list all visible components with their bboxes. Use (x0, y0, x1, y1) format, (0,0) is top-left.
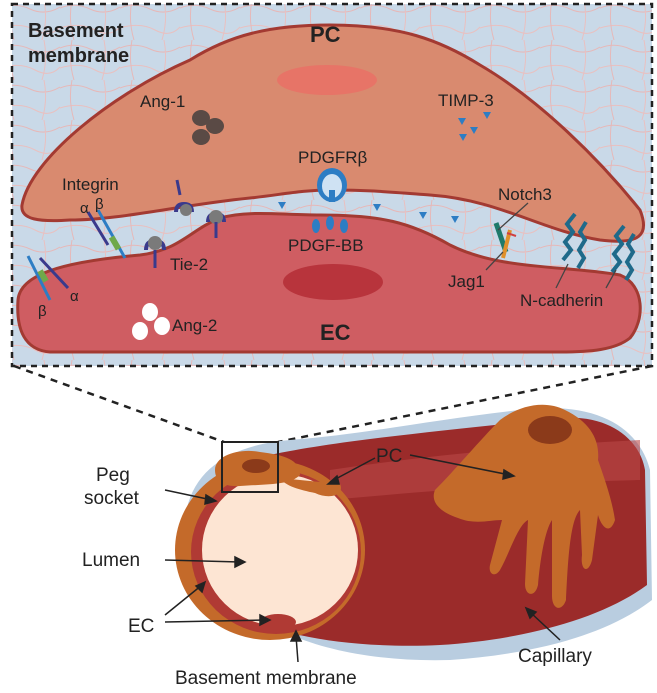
label-ncadherin: N-cadherin (520, 291, 603, 310)
label-basement-membrane-1: Basement (28, 20, 124, 42)
label-tie2: Tie-2 (170, 255, 208, 274)
label-basement-membrane-bottom: Basement membrane (175, 668, 357, 689)
label-peg-1: Peg (96, 465, 130, 486)
label-pdgfbb: PDGF-BB (288, 236, 364, 255)
label-vessel-ec: EC (128, 616, 154, 637)
ec-nucleus (283, 264, 383, 300)
label-alpha-pc: α (80, 200, 89, 217)
label-alpha-ec: α (70, 288, 79, 305)
label-timp3: TIMP-3 (438, 91, 494, 110)
label-ec: EC (320, 320, 351, 345)
label-pdgfrb: PDGFRβ (298, 148, 368, 167)
label-integrin: Integrin (62, 175, 119, 194)
lumen (202, 474, 358, 626)
label-notch3: Notch3 (498, 185, 552, 204)
pdgfrb-receptor (317, 168, 347, 202)
inset-panel: Basement membrane PC EC Ang-1 TIMP-3 PDG… (12, 4, 652, 366)
label-pc: PC (310, 22, 341, 47)
label-lumen: Lumen (82, 550, 140, 571)
label-ang2: Ang-2 (172, 316, 217, 335)
label-beta-ec: β (38, 303, 47, 320)
label-basement-membrane-2: membrane (28, 45, 129, 67)
label-capillary: Capillary (518, 646, 592, 667)
label-vessel-pc: PC (376, 446, 402, 467)
capillary-illustration (175, 405, 652, 660)
label-beta-pc: β (95, 196, 104, 213)
pc-nucleus (277, 65, 377, 95)
label-ang1: Ang-1 (140, 92, 185, 111)
label-peg-2: socket (84, 488, 140, 509)
label-jag1: Jag1 (448, 272, 485, 291)
